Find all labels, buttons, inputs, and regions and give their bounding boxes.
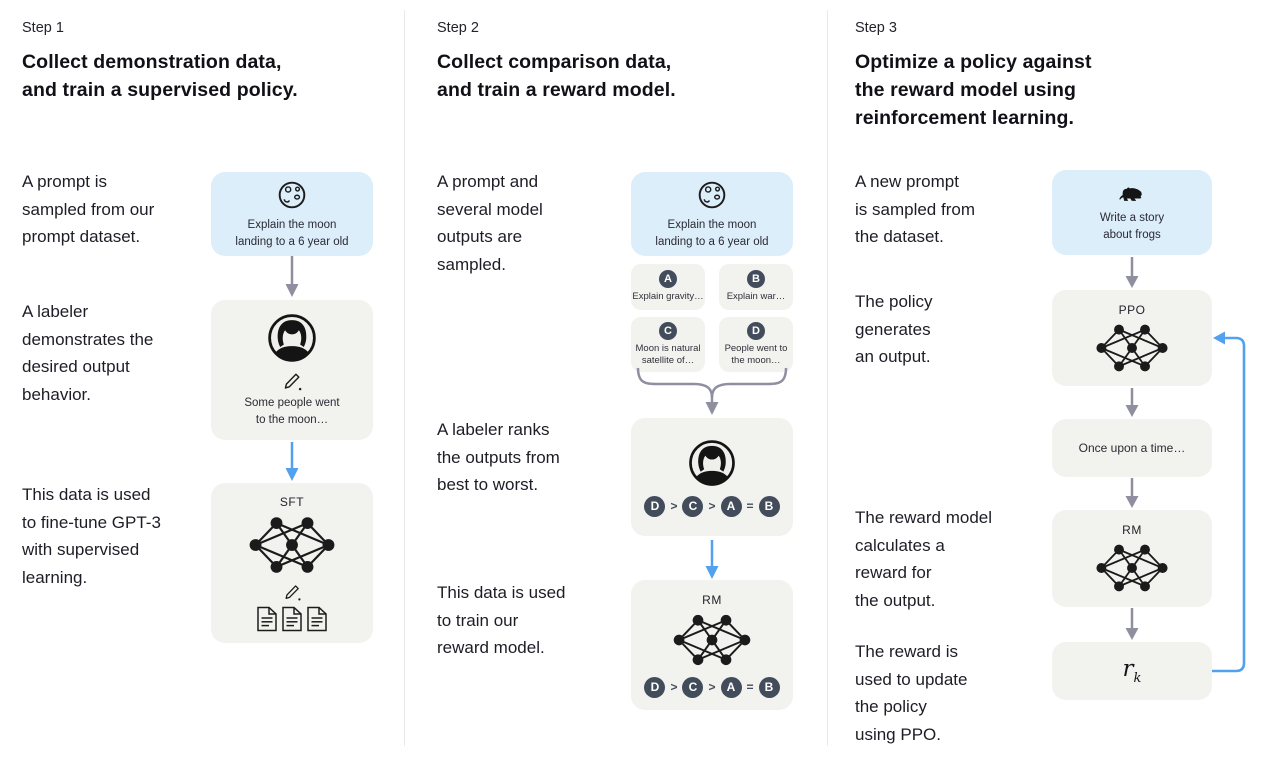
moon-icon xyxy=(698,181,726,209)
step1-label: Step 1 xyxy=(22,20,64,36)
rm-label: RM xyxy=(1122,523,1142,537)
neural-network-icon xyxy=(1096,324,1168,371)
rank-badge: C xyxy=(682,676,704,698)
frog-icon xyxy=(1119,187,1142,201)
step2-rm-box: RM D > C > A = B xyxy=(631,580,793,710)
output-option-b: B Explain war… xyxy=(719,264,793,310)
rank-operator: > xyxy=(670,680,678,694)
sft-label: SFT xyxy=(279,494,305,509)
arrow-down-gray-icon xyxy=(285,256,299,297)
reward-value: rk xyxy=(1123,656,1142,686)
step3-output-box: Once upon a time… xyxy=(1052,419,1212,477)
labeler-avatar-icon xyxy=(689,439,735,486)
neural-network-icon xyxy=(1096,544,1168,592)
arrow-down-gray-icon xyxy=(1125,257,1139,288)
step3-output-text: Once upon a time… xyxy=(1078,440,1186,455)
labeler-avatar-icon xyxy=(268,314,316,362)
step1-prompt-box: Explain the moon landing to a 6 year old xyxy=(211,172,373,256)
option-d-badge: D xyxy=(747,321,765,340)
step1-title: Collect demonstration data, and train a … xyxy=(22,51,298,101)
option-a-badge: A xyxy=(659,270,677,289)
option-c-text: Moon is natural satellite of… xyxy=(635,342,701,367)
step1-caption-prompt: A prompt is sampled from our prompt data… xyxy=(22,172,155,246)
arrow-down-gray-icon xyxy=(1125,608,1139,640)
arrow-down-blue-icon xyxy=(285,442,299,481)
step2-prompt-box: Explain the moon landing to a 6 year old xyxy=(631,172,793,256)
step3-prompt-text: Write a story about frogs xyxy=(1099,212,1165,241)
step1-labeler-text: Some people went to the moon… xyxy=(244,397,340,426)
column-divider-2 xyxy=(827,10,828,746)
step3-caption-reward: The reward model calculates a reward for… xyxy=(855,508,993,610)
step3-ppo-box: PPO xyxy=(1052,290,1212,386)
step2-prompt-text: Explain the moon landing to a 6 year old xyxy=(655,219,769,248)
step1-caption-labeler: A labeler demonstrates the desired outpu… xyxy=(22,302,154,404)
rank-operator: = xyxy=(746,499,754,513)
step3-label: Step 3 xyxy=(855,20,897,36)
step2-label: Step 2 xyxy=(437,20,479,36)
pencil-icon xyxy=(284,373,301,391)
step2-caption-prompt: A prompt and several model outputs are s… xyxy=(437,172,543,274)
moon-icon xyxy=(278,181,306,209)
ppo-label: PPO xyxy=(1118,302,1146,317)
rank-badge: D xyxy=(644,495,666,517)
step2-caption-rank: A labeler ranks the outputs from best to… xyxy=(437,420,560,494)
step3-reward-box: rk xyxy=(1052,642,1212,700)
merge-bracket-arrow-icon xyxy=(636,367,788,415)
option-b-badge: B xyxy=(747,270,765,289)
column-divider-1 xyxy=(404,10,405,746)
rank-badge: A xyxy=(720,495,742,517)
rank-badge: B xyxy=(758,495,780,517)
rank-badge: A xyxy=(720,676,742,698)
step2-labeler-box: D > C > A = B xyxy=(631,418,793,536)
rank-badge: B xyxy=(758,676,780,698)
rank-operator: = xyxy=(746,680,754,694)
step3-caption-policy: The policy generates an output. xyxy=(855,292,933,366)
arrow-down-blue-icon xyxy=(705,540,719,579)
output-option-c: C Moon is natural satellite of… xyxy=(631,317,705,372)
step3-caption-update: The reward is used to update the policy … xyxy=(855,642,968,744)
step3-title: Optimize a policy against the reward mod… xyxy=(855,51,1092,129)
option-a-text: Explain gravity… xyxy=(632,291,704,303)
feedback-loop-arrow-icon xyxy=(1212,331,1246,673)
neural-network-icon xyxy=(249,516,335,573)
arrow-down-gray-icon xyxy=(1125,478,1139,508)
reward-subscript: k xyxy=(1133,671,1142,686)
documents-icon xyxy=(257,606,327,631)
rank-operator: > xyxy=(708,499,716,513)
step2-title: Collect comparison data, and train a rew… xyxy=(437,51,676,101)
step3-caption-prompt: A new prompt is sampled from the dataset… xyxy=(855,172,975,246)
rank-operator: > xyxy=(670,499,678,513)
output-option-a: A Explain gravity… xyxy=(631,264,705,310)
step1-prompt-text: Explain the moon landing to a 6 year old xyxy=(235,219,349,248)
output-option-d: D People went to the moon… xyxy=(719,317,793,372)
rm-label: RM xyxy=(702,592,722,607)
option-b-text: Explain war… xyxy=(726,291,786,303)
reward-base: r xyxy=(1122,656,1134,682)
step1-sft-box: SFT xyxy=(211,483,373,643)
rank-badge: C xyxy=(682,495,704,517)
step2-caption-train: This data is used to train our reward mo… xyxy=(437,583,566,657)
step3-rm-box: RM xyxy=(1052,510,1212,607)
rank-operator: > xyxy=(708,680,716,694)
pencil-icon xyxy=(284,584,301,601)
neural-network-icon xyxy=(673,614,751,665)
option-d-text: People went to the moon… xyxy=(724,342,788,367)
rm-ranking-sequence: D > C > A = B xyxy=(644,676,780,698)
arrow-down-gray-icon xyxy=(1125,388,1139,417)
option-c-badge: C xyxy=(659,321,677,340)
step1-caption-finetune: This data is used to fine-tune GPT-3 wit… xyxy=(22,485,161,587)
step1-labeler-box: Some people went to the moon… xyxy=(211,300,373,440)
step3-prompt-box: Write a story about frogs xyxy=(1052,170,1212,255)
rank-badge: D xyxy=(644,676,666,698)
labeler-ranking-sequence: D > C > A = B xyxy=(644,495,780,517)
